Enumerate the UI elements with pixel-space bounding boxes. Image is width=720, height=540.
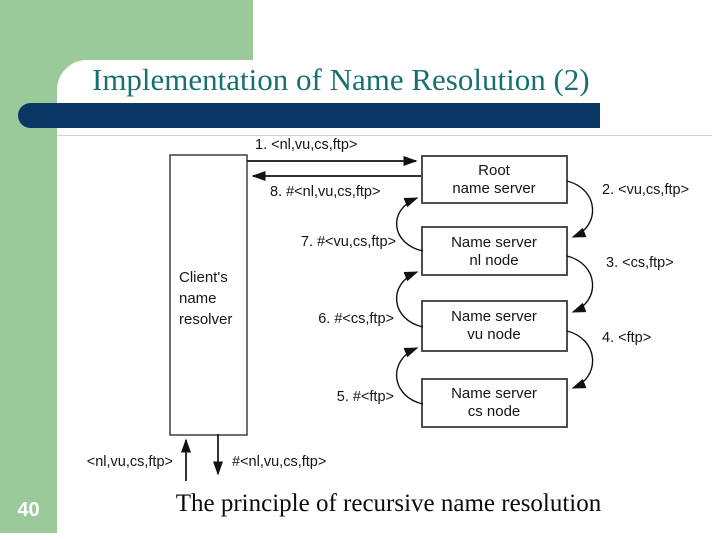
cs-box-line1: Name server [451,385,537,402]
nl-box-line1: Name server [451,234,537,251]
page-number: 40 [17,499,40,521]
label-step-7: 7. #<vu,cs,ftp> [301,234,396,250]
curve-step-7 [396,197,424,252]
label-step-6: 6. #<cs,ftp> [318,311,394,327]
label-step-4: 4. <ftp> [602,330,651,346]
vu-name-server-box [421,300,568,352]
vu-box-line2: vu node [467,326,520,343]
curve-step-3 [566,255,594,313]
title-underline-bar [18,103,600,128]
curve-step-6 [395,271,424,328]
client-box-label-line2: name [179,290,217,307]
curve-step-4 [566,330,594,389]
slide-caption: The principle of recursive name resoluti… [175,490,602,517]
nl-box-line2: nl node [469,252,518,269]
client-box-label-line1: Client's [179,269,228,286]
label-step-3: 3. <cs,ftp> [606,255,674,271]
root-box-line1: Root [478,162,511,179]
vu-box-line1: Name server [451,308,537,325]
client-box-label-line3: resolver [179,311,232,328]
curve-step-5 [395,347,424,405]
cs-box-line2: cs node [468,403,521,420]
label-bottom-right: #<nl,vu,cs,ftp> [232,454,326,470]
label-step-8: 8. #<nl,vu,cs,ftp> [270,184,380,200]
curve-step-2 [566,180,594,238]
label-step-1: 1. <nl,vu,cs,ftp> [255,137,357,153]
label-step-5: 5. #<ftp> [337,389,394,405]
slide-title: Implementation of Name Resolution (2) [92,62,590,97]
client-resolver-box [169,154,248,436]
label-step-2: 2. <vu,cs,ftp> [602,182,689,198]
label-bottom-left: <nl,vu,cs,ftp> [87,454,173,470]
cs-name-server-box [421,378,568,428]
name-resolution-diagram: Client's name resolver Root name server … [57,135,712,481]
root-box-line2: name server [452,180,535,197]
root-name-server-box [421,155,568,204]
